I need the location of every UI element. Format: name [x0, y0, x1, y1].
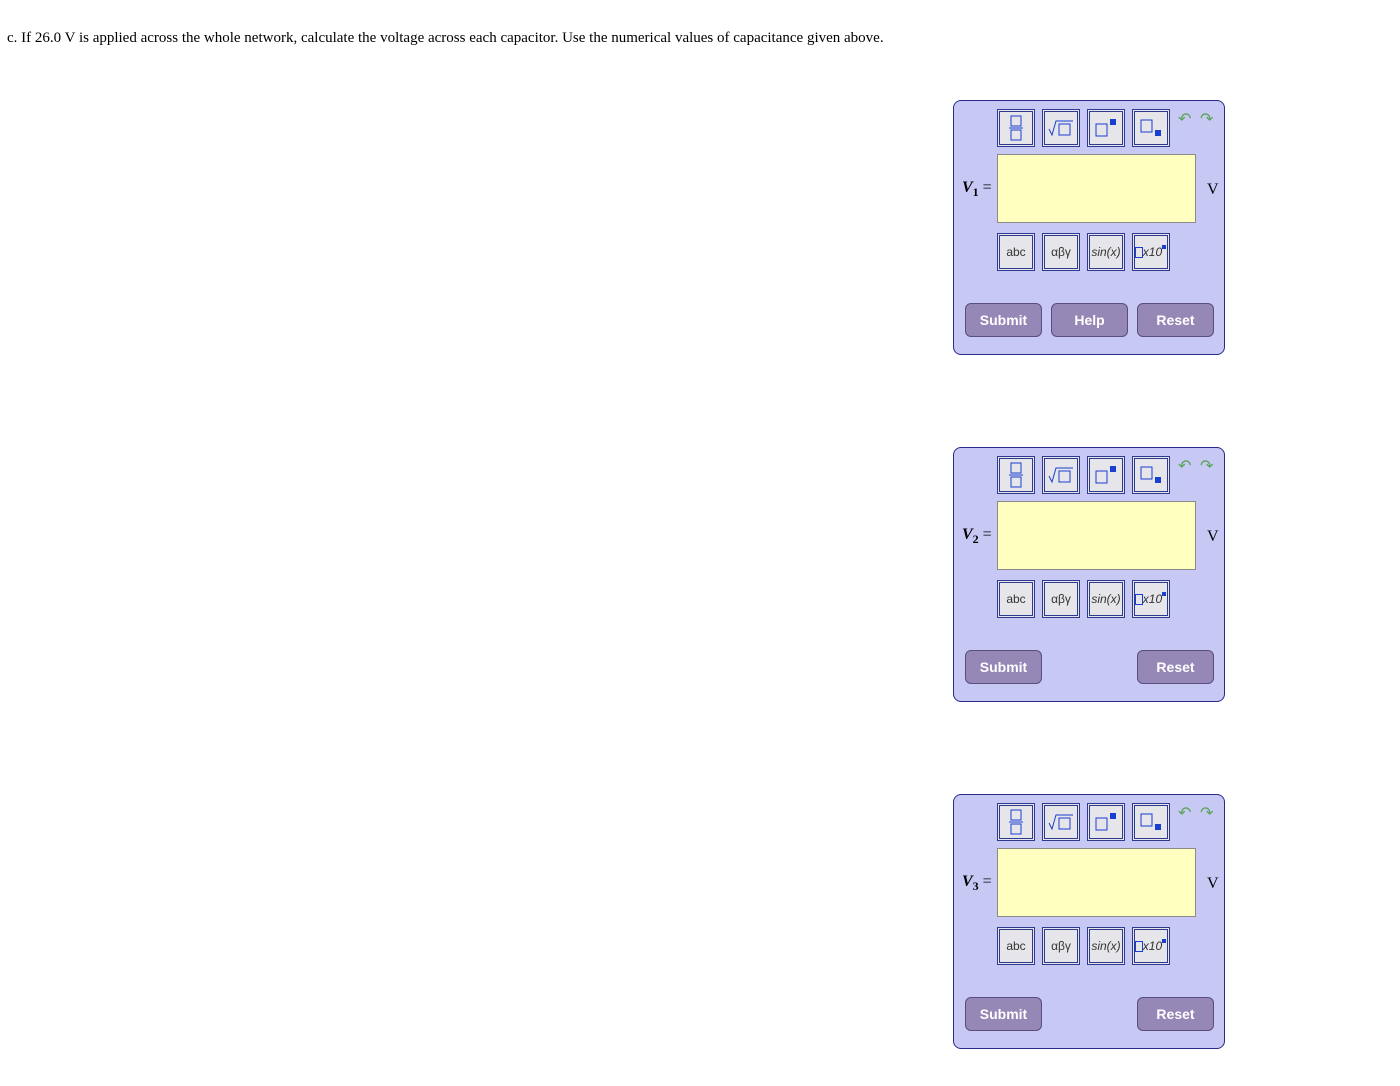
functions-button[interactable]: sin(x) [1087, 927, 1125, 965]
superscript-icon [1095, 466, 1116, 484]
greek-letters-button[interactable]: αβγ [1042, 927, 1080, 965]
functions-button[interactable]: sin(x) [1087, 233, 1125, 271]
sqrt-icon [1048, 467, 1073, 484]
variable-label-v3: V3 = [962, 873, 992, 894]
fraction-icon [1009, 115, 1023, 141]
superscript-icon [1095, 813, 1116, 831]
answer-input-v3[interactable] [997, 848, 1196, 917]
fraction-icon [1009, 462, 1023, 488]
abc-button[interactable]: abc [997, 580, 1035, 618]
subscript-template-button[interactable] [1132, 803, 1170, 841]
fraction-icon [1009, 809, 1023, 835]
unit-label-v1: V [1207, 181, 1219, 198]
answer-input-v2[interactable] [997, 501, 1196, 570]
superscript-icon [1095, 119, 1116, 137]
answer-panel-v3: ↶ ↷ V3 = V abc αβγ sin(x) x10 Submit Res… [953, 794, 1225, 1049]
functions-button[interactable]: sin(x) [1087, 580, 1125, 618]
sqrt-template-button[interactable] [1042, 456, 1080, 494]
subscript-icon [1140, 119, 1161, 136]
box-icon [1135, 593, 1143, 605]
redo-arrow-icon[interactable]: ↷ [1200, 456, 1214, 475]
exponent-box-icon [1162, 939, 1167, 943]
subscript-template-button[interactable] [1132, 109, 1170, 147]
submit-button[interactable]: Submit [965, 650, 1042, 684]
submit-button[interactable]: Submit [965, 997, 1042, 1031]
greek-letters-button[interactable]: αβγ [1042, 580, 1080, 618]
undo-arrow-icon[interactable]: ↶ [1178, 803, 1192, 822]
superscript-template-button[interactable] [1087, 456, 1125, 494]
unit-label-v3: V [1207, 875, 1219, 892]
undo-arrow-icon[interactable]: ↶ [1178, 456, 1192, 475]
variable-label-v2: V2 = [962, 526, 992, 547]
question-text: c. If 26.0 V is applied across the whole… [7, 30, 884, 46]
answer-panel-v1: ↶ ↷ V1 = V abc αβγ sin(x) x10 Submit Hel… [953, 100, 1225, 355]
scientific-notation-button[interactable]: x10 [1132, 927, 1170, 965]
superscript-template-button[interactable] [1087, 109, 1125, 147]
submit-button[interactable]: Submit [965, 303, 1042, 337]
sqrt-template-button[interactable] [1042, 109, 1080, 147]
exponent-box-icon [1162, 245, 1167, 249]
undo-arrow-icon[interactable]: ↶ [1178, 109, 1192, 128]
subscript-icon [1140, 813, 1161, 830]
variable-label-v1: V1 = [962, 179, 992, 200]
abc-button[interactable]: abc [997, 233, 1035, 271]
box-icon [1135, 940, 1143, 952]
unit-label-v2: V [1207, 528, 1219, 545]
subscript-icon [1140, 466, 1161, 483]
exponent-box-icon [1162, 592, 1167, 596]
sqrt-icon [1048, 814, 1073, 831]
fraction-template-button[interactable] [997, 109, 1035, 147]
fraction-template-button[interactable] [997, 456, 1035, 494]
sqrt-icon [1048, 120, 1073, 137]
box-icon [1135, 246, 1143, 258]
answer-input-v1[interactable] [997, 154, 1196, 223]
reset-button[interactable]: Reset [1137, 650, 1214, 684]
superscript-template-button[interactable] [1087, 803, 1125, 841]
redo-arrow-icon[interactable]: ↷ [1200, 109, 1214, 128]
subscript-template-button[interactable] [1132, 456, 1170, 494]
fraction-template-button[interactable] [997, 803, 1035, 841]
abc-button[interactable]: abc [997, 927, 1035, 965]
scientific-notation-button[interactable]: x10 [1132, 580, 1170, 618]
greek-letters-button[interactable]: αβγ [1042, 233, 1080, 271]
help-button[interactable]: Help [1051, 303, 1128, 337]
answer-panel-v2: ↶ ↷ V2 = V abc αβγ sin(x) x10 Submit Res… [953, 447, 1225, 702]
redo-arrow-icon[interactable]: ↷ [1200, 803, 1214, 822]
reset-button[interactable]: Reset [1137, 997, 1214, 1031]
scientific-notation-button[interactable]: x10 [1132, 233, 1170, 271]
reset-button[interactable]: Reset [1137, 303, 1214, 337]
sqrt-template-button[interactable] [1042, 803, 1080, 841]
